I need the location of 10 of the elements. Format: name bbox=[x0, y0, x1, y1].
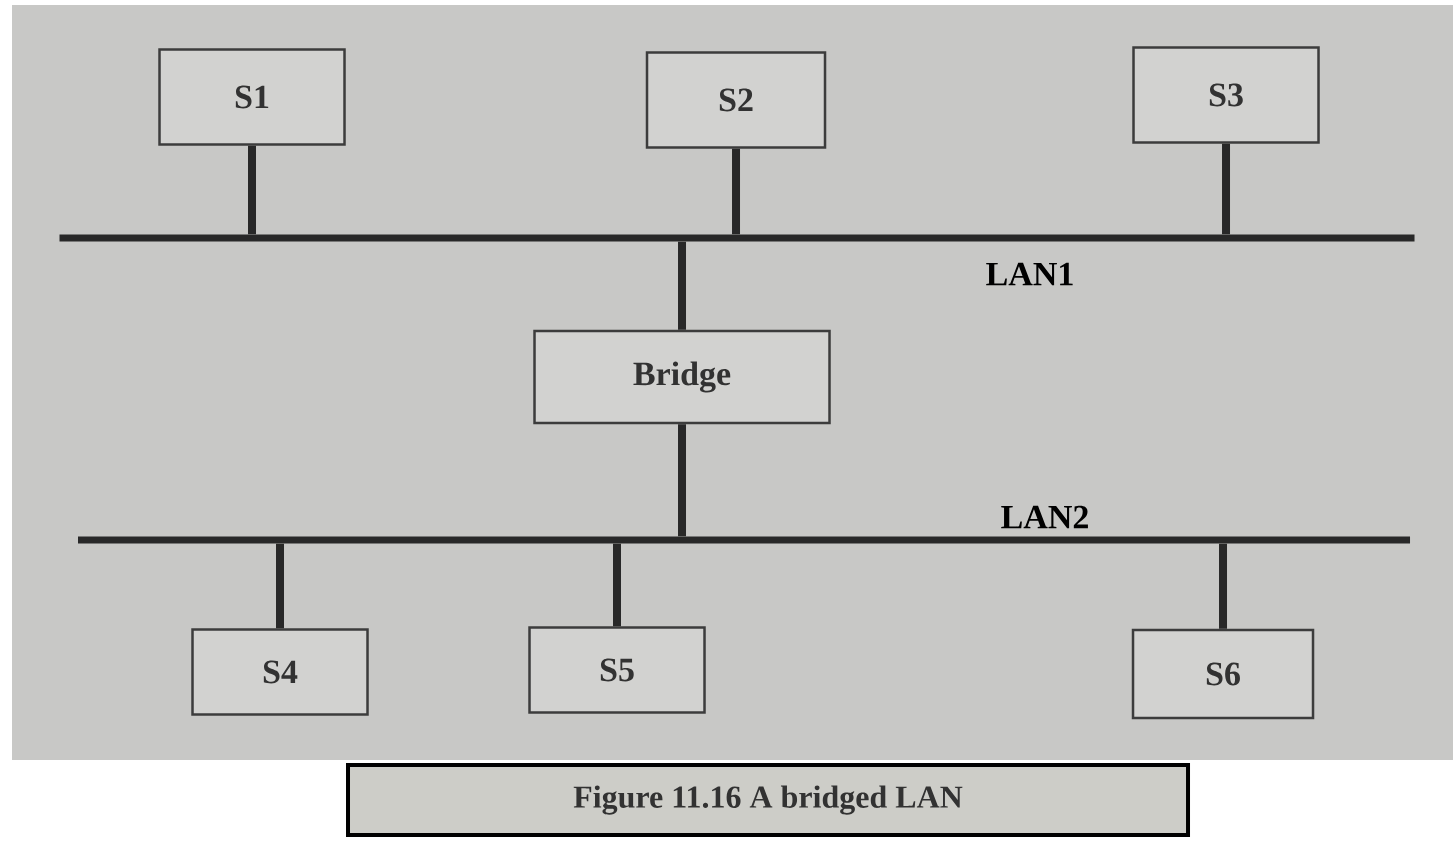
bus-label: LAN1 bbox=[986, 262, 1073, 286]
station-box: S4 bbox=[191, 628, 369, 716]
caption-box: Figure 11.16 A bridged LAN bbox=[346, 763, 1190, 837]
station-box: S3 bbox=[1132, 46, 1320, 144]
station-box: S2 bbox=[645, 51, 827, 149]
station-box: S5 bbox=[528, 626, 706, 714]
bus-label: LAN2 bbox=[1001, 505, 1088, 529]
bridge-box: Bridge bbox=[533, 329, 831, 425]
station-box: S1 bbox=[158, 48, 346, 146]
station-box: S6 bbox=[1131, 628, 1315, 720]
